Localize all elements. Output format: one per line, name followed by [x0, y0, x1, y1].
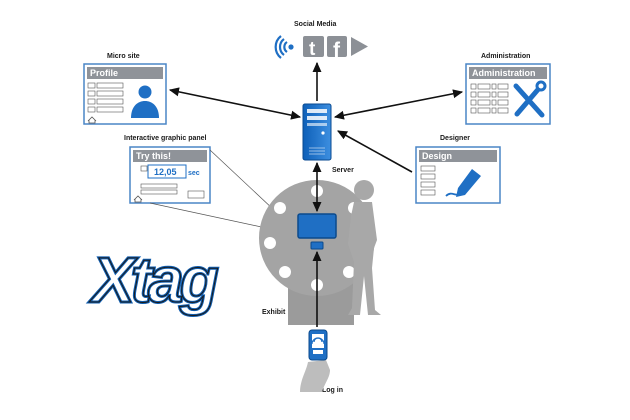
xtag-logo-outline: Xtag	[89, 244, 218, 316]
play-icon	[351, 37, 368, 56]
micro-site-panel: Profile	[83, 63, 167, 125]
pencil-icon	[445, 169, 481, 197]
xtag-logo-text: Xtag	[89, 244, 218, 316]
home-icon	[87, 116, 97, 124]
log-in-label: Log in	[322, 387, 343, 394]
designer-panel: Design	[415, 146, 501, 204]
exhibit-reader	[310, 241, 324, 250]
interactive-panel: Try this! 12,05 sec	[129, 146, 211, 204]
arrow-designer-server	[337, 130, 413, 173]
tools-icon	[513, 80, 547, 118]
signal-icon	[274, 35, 294, 59]
interactive-panel-label: Interactive graphic panel	[124, 135, 207, 142]
hand-phone-icon	[300, 329, 330, 392]
try-value: 12,05	[154, 167, 177, 177]
arrow-server-admin	[333, 89, 464, 120]
twitter-glyph: t	[309, 39, 316, 60]
profile-title: Profile	[90, 68, 118, 78]
facebook-glyph: f	[333, 39, 341, 62]
try-title: Try this!	[136, 151, 171, 161]
administration-title: Administration	[472, 68, 536, 78]
micro-site-label: Micro site	[107, 53, 140, 60]
try-unit: sec	[188, 170, 200, 177]
social-media-icons: t f	[274, 35, 368, 62]
exhibit	[259, 180, 375, 325]
twitter-icon: t	[303, 36, 324, 60]
home-icon	[133, 195, 143, 203]
arrow-server-microsite	[168, 87, 302, 120]
server-label: Server	[332, 167, 354, 174]
facebook-icon: f	[327, 36, 347, 62]
exhibit-screen	[297, 213, 337, 239]
administration-label: Administration	[481, 53, 530, 60]
user-avatar-icon	[131, 85, 159, 118]
server-icon	[302, 103, 332, 161]
person-silhouette	[348, 180, 381, 315]
designer-label: Designer	[440, 135, 470, 142]
design-title: Design	[422, 151, 452, 161]
administration-panel: Administration	[465, 63, 551, 125]
social-media-label: Social Media	[294, 21, 337, 28]
xtag-logo: Xtag Xtag	[88, 243, 224, 318]
exhibit-label: Exhibit	[262, 309, 286, 316]
